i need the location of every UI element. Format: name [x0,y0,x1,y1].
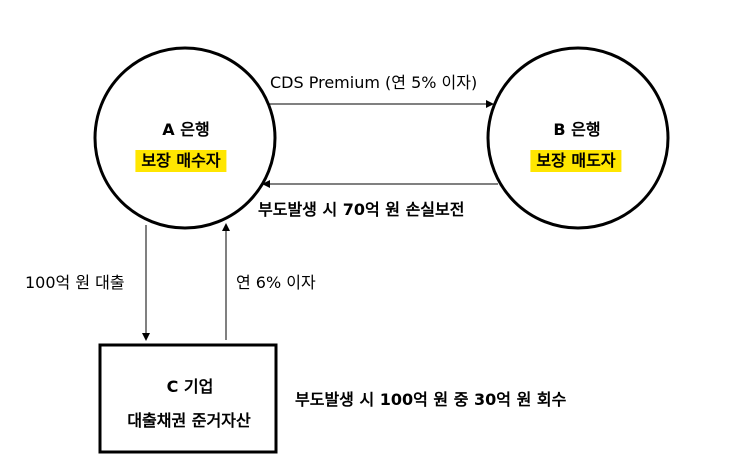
compensation-label: 부도발생 시 70억 원 손실보전 [258,200,465,219]
bank-a-circle [93,46,277,230]
recovery-label: 부도발생 시 100억 원 중 30억 원 회수 [295,390,567,409]
bank-b-circle [486,46,670,230]
interest-label: 연 6% 이자 [236,273,316,292]
bank-a-name: A 은행 [162,120,210,139]
company-c-box [98,343,278,454]
bank-a-role: 보장 매수자 [135,150,227,172]
company-c-name: C 기업 [166,377,214,396]
company-c-asset: 대출채권 준거자산 [127,411,251,430]
loan-label: 100억 원 대출 [25,273,125,292]
premium-label: CDS Premium (연 5% 이자) [270,73,478,92]
bank-b-role: 보장 매도자 [530,150,622,172]
bank-b-name: B 은행 [553,120,601,139]
